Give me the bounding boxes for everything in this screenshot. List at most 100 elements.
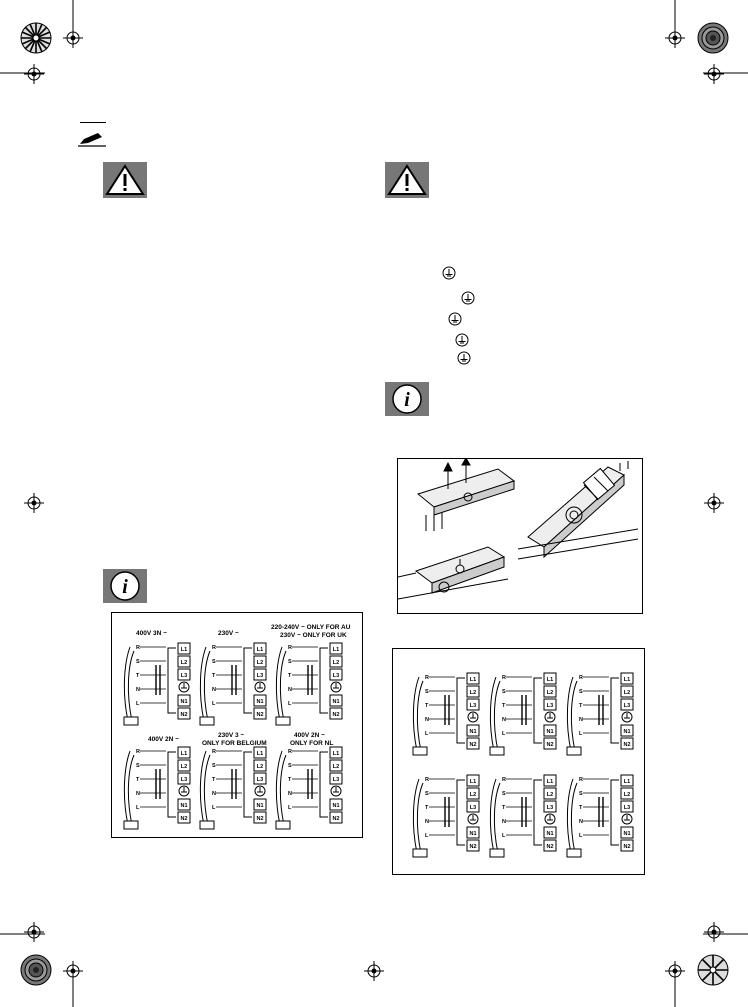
wire-letter: N xyxy=(425,819,429,825)
terminal-label: N2 xyxy=(469,742,476,748)
caption: 220-240V ~ ONLY FOR AU xyxy=(271,624,351,631)
wire-letter: T xyxy=(288,673,292,679)
color-calibration-wheel xyxy=(20,954,52,986)
wire-letter: L xyxy=(579,833,583,839)
terminal-label: L2 xyxy=(181,660,187,666)
caption: 230V ~ ONLY FOR UK xyxy=(280,632,347,639)
terminal-label: N1 xyxy=(256,699,263,705)
wire-letter: L xyxy=(136,805,140,811)
terminal-label: L3 xyxy=(333,673,339,679)
wire-letter: N xyxy=(136,791,140,797)
wire-letter: L xyxy=(502,833,506,839)
ground-icon xyxy=(442,266,456,280)
terminal-label: L3 xyxy=(333,777,339,783)
terminal-label: L2 xyxy=(547,792,553,798)
wire-letter: S xyxy=(136,763,140,769)
wire-letter: S xyxy=(579,791,583,797)
print-registration-mark xyxy=(63,28,83,48)
wire-letter: N xyxy=(502,717,506,723)
terminal-label: L3 xyxy=(547,703,553,709)
caption: ONLY FOR BELGIUM xyxy=(202,740,267,747)
wire-letter: T xyxy=(579,805,583,811)
terminal-label: L3 xyxy=(257,673,263,679)
wire-letter: N xyxy=(136,687,140,693)
wire-letter: R xyxy=(136,645,140,651)
wire-letter: L xyxy=(212,805,216,811)
terminal-label: N1 xyxy=(256,803,263,809)
terminal-label: L3 xyxy=(470,805,476,811)
terminal-label: N1 xyxy=(180,803,187,809)
wire-letter: S xyxy=(502,689,506,695)
wire-letter: R xyxy=(502,675,506,681)
print-registration-mark xyxy=(24,64,44,84)
terminal-label: N1 xyxy=(623,729,630,735)
terminal-label: L1 xyxy=(470,677,476,683)
terminal-box-illustration xyxy=(397,458,643,614)
print-registration-mark xyxy=(665,28,685,48)
wire-letter: S xyxy=(579,689,583,695)
terminal-label: L1 xyxy=(547,779,553,785)
print-registration-mark xyxy=(63,961,83,981)
wire-letter: S xyxy=(136,659,140,665)
terminal-label: L3 xyxy=(547,805,553,811)
wire-letter: R xyxy=(288,749,292,755)
terminal-label: L2 xyxy=(547,690,553,696)
terminal-label: N2 xyxy=(546,742,553,748)
terminal-label: N2 xyxy=(180,816,187,822)
wire-letter: T xyxy=(425,703,429,709)
ground-icon xyxy=(461,291,475,305)
caption: 400V 2N ~ xyxy=(294,732,325,739)
wire-letter: R xyxy=(212,645,216,651)
terminal-label: N2 xyxy=(623,742,630,748)
wire-letter: N xyxy=(425,717,429,723)
wire-letter: R xyxy=(579,675,583,681)
caption: 400V 3N ~ xyxy=(136,630,167,637)
caption: 230V ~ xyxy=(218,630,239,637)
terminal-label: L1 xyxy=(333,751,339,757)
terminal-label: L3 xyxy=(257,777,263,783)
terminal-label: N2 xyxy=(546,844,553,850)
terminal-label: L3 xyxy=(181,673,187,679)
wire-letter: S xyxy=(288,659,292,665)
color-calibration-wheel xyxy=(697,954,729,986)
wire-letter: L xyxy=(425,731,429,737)
ground-icon xyxy=(457,351,471,365)
print-registration-mark xyxy=(364,961,384,981)
wire-letter: S xyxy=(288,763,292,769)
wire-letter: S xyxy=(425,689,429,695)
caption: 400V 2N ~ xyxy=(148,736,179,743)
wire-letter: L xyxy=(502,731,506,737)
svg-text:i: i xyxy=(122,576,128,598)
terminal-label: L3 xyxy=(624,703,630,709)
wire-letter: L xyxy=(425,833,429,839)
color-calibration-wheel xyxy=(20,22,52,54)
terminal-label: L1 xyxy=(181,647,187,653)
info-icon: i xyxy=(385,382,429,416)
terminal-label: L1 xyxy=(547,677,553,683)
wire-letter: R xyxy=(502,777,506,783)
wire-letter: T xyxy=(136,673,140,679)
wire-letter: N xyxy=(502,819,506,825)
terminal-label: L3 xyxy=(624,805,630,811)
terminal-label: N1 xyxy=(546,729,553,735)
wire-letter: N xyxy=(212,687,216,693)
ground-icon xyxy=(455,333,469,347)
caption: 230V 3 ~ xyxy=(218,732,244,739)
wire-letter: R xyxy=(136,749,140,755)
terminal-label: L1 xyxy=(257,647,263,653)
print-registration-mark xyxy=(704,922,724,942)
terminal-label: N1 xyxy=(469,729,476,735)
print-registration-mark xyxy=(24,493,44,513)
terminal-label: L1 xyxy=(257,751,263,757)
wire-letter: L xyxy=(288,805,292,811)
